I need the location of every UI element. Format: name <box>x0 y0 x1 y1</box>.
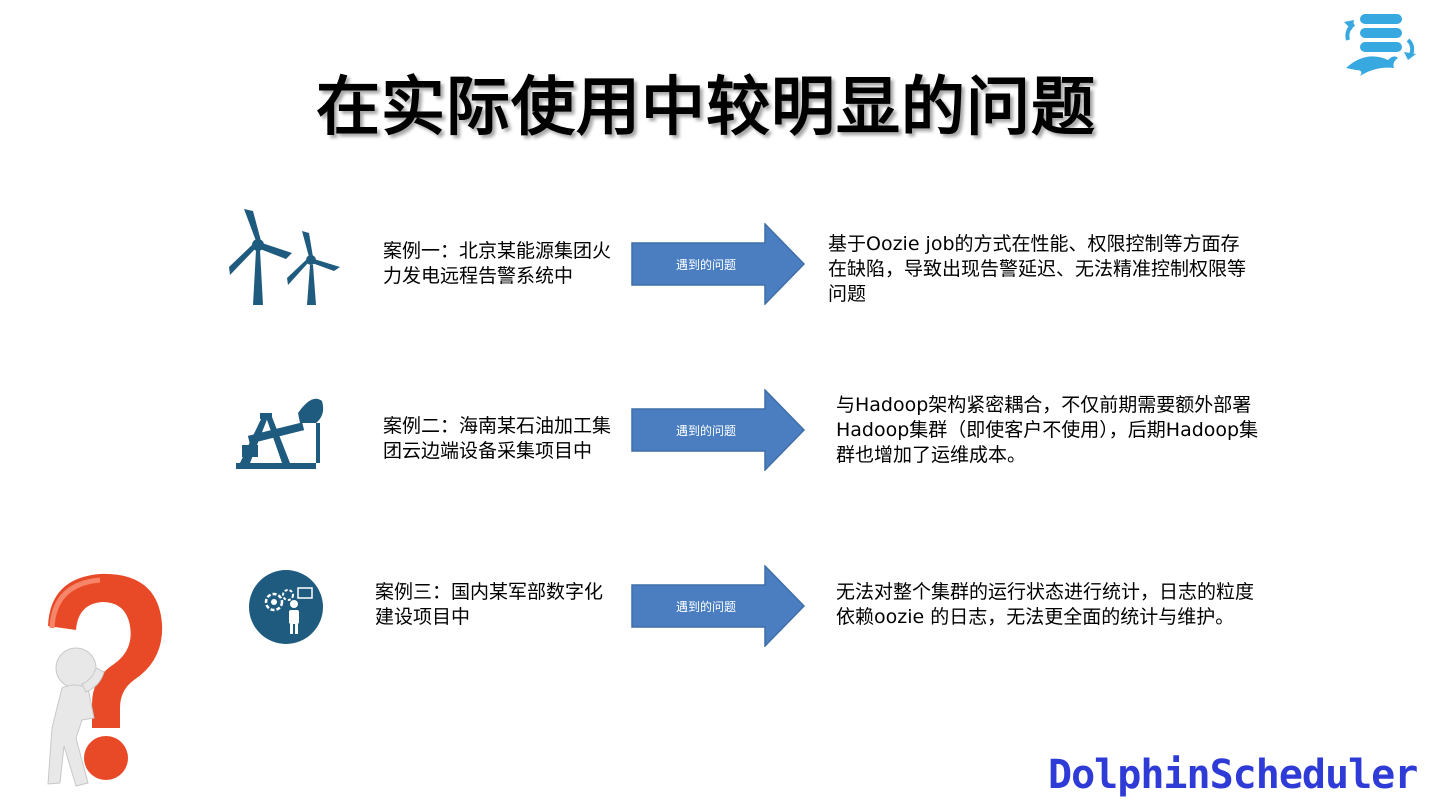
case-1-description: 案例一：北京某能源集团火力发电远程告警系统中 <box>383 240 612 287</box>
slide-title: 在实际使用中较明显的问题 <box>316 71 1096 145</box>
case-2-problem: 与Hadoop架构紧密耦合，不仅前期需要额外部署Hadoop集群（即使客户不使用… <box>836 394 1259 466</box>
arrow-label-1: 遇到的问题 <box>675 257 736 272</box>
arrow-label-3: 遇到的问题 <box>675 599 736 614</box>
digital-worker-icon <box>248 570 324 644</box>
case-3-description: 案例三：国内某军部数字化建设项目中 <box>375 581 604 628</box>
brand-wordmark: DolphinScheduler <box>1048 752 1418 798</box>
case-1-problem: 基于Oozie job的方式在性能、权限控制等方面存在缺陷，导致出现告警延迟、无… <box>828 233 1247 305</box>
thinking-person-question-mark-icon <box>30 568 170 790</box>
problem-arrow-3: 遇到的问题 <box>631 564 806 648</box>
oil-pump-icon <box>232 393 328 471</box>
case-2-description: 案例二：海南某石油加工集团云边端设备采集项目中 <box>383 415 612 462</box>
case-3-problem: 无法对整个集群的运行状态进行统计，日志的粒度依赖oozie 的日志，无法更全面的… <box>836 581 1255 628</box>
problem-arrow-2: 遇到的问题 <box>631 388 806 472</box>
arrow-label-2: 遇到的问题 <box>675 423 736 438</box>
problem-arrow-1: 遇到的问题 <box>631 222 806 306</box>
wind-turbine-icon <box>226 205 348 309</box>
dolphinscheduler-logo-icon <box>1336 10 1426 85</box>
